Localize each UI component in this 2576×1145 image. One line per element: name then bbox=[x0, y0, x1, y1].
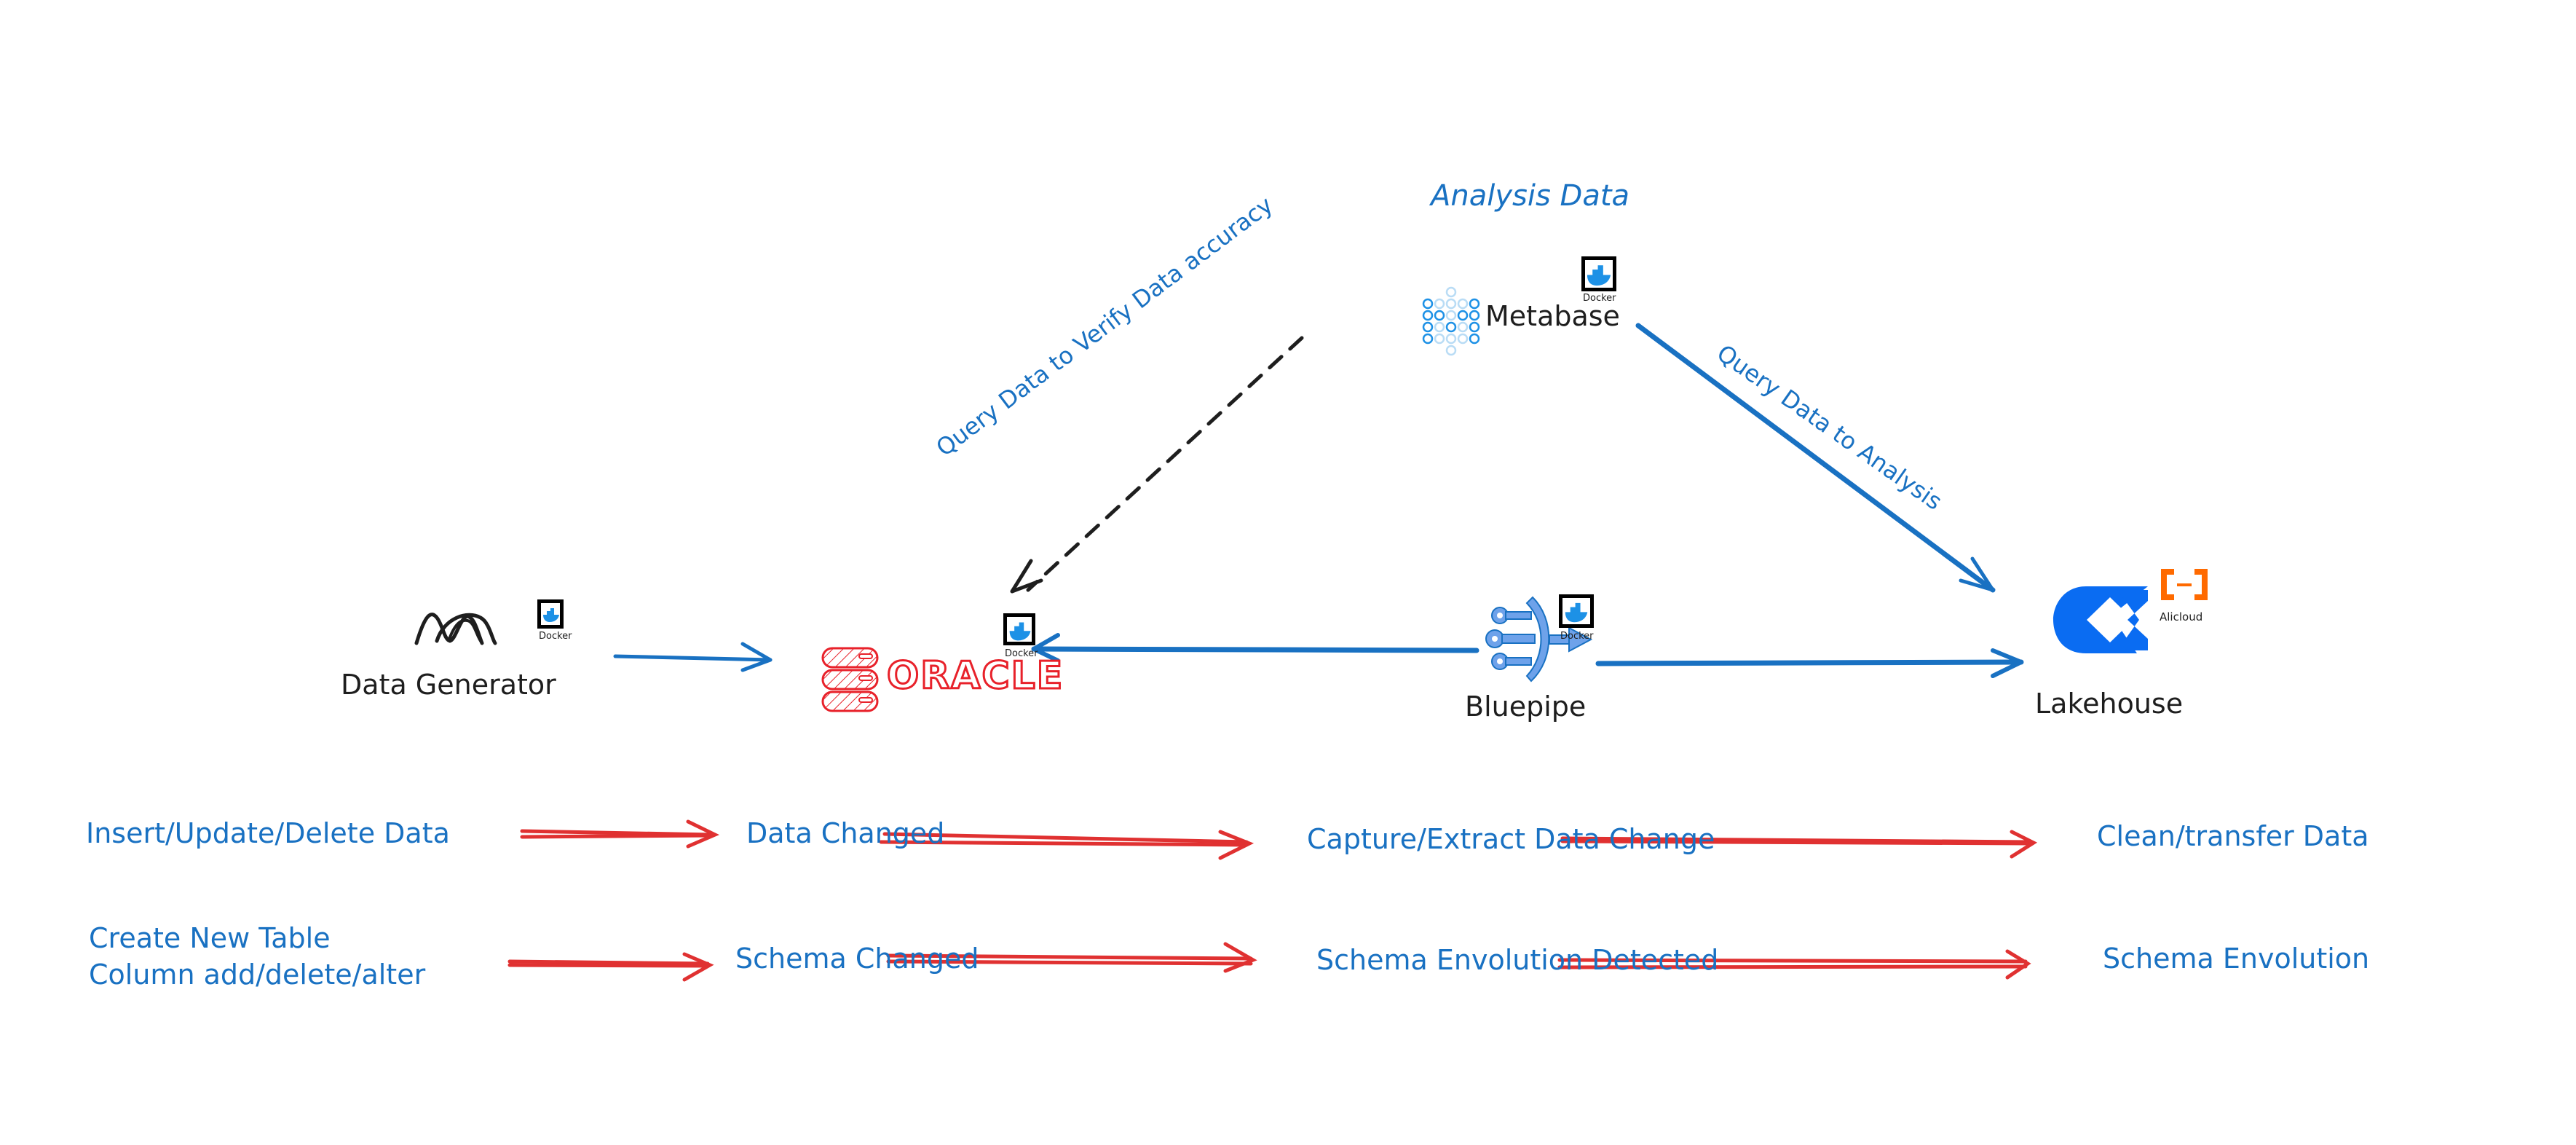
docker-caption-bluepipe: Docker bbox=[1560, 631, 1594, 642]
docker-caption-generator: Docker bbox=[539, 631, 572, 642]
flow-arrow-4 bbox=[507, 952, 714, 982]
flow-step-data-changed: Data Changed bbox=[746, 817, 945, 849]
node-label-oracle: ORACLE bbox=[885, 653, 1064, 699]
metabase-dot bbox=[1422, 321, 1434, 333]
metabase-dot bbox=[1457, 310, 1469, 321]
node-label-lakehouse: Lakehouse bbox=[2035, 688, 2184, 720]
metabase-dot bbox=[1434, 310, 1445, 321]
metabase-dot bbox=[1457, 333, 1469, 345]
node-label-bluepipe: Bluepipe bbox=[1465, 690, 1587, 723]
edge-bluepipe-to-lakehouse bbox=[1595, 648, 2024, 678]
metabase-dot bbox=[1422, 298, 1434, 310]
flow-arrow-6 bbox=[1557, 949, 2031, 980]
flow-step-insert-update-delete: Insert/Update/Delete Data bbox=[86, 817, 450, 849]
alicloud-caption: Alicloud bbox=[2160, 610, 2203, 623]
flow-arrow-3 bbox=[1560, 830, 2038, 859]
metabase-dot bbox=[1469, 333, 1480, 345]
metabase-dot bbox=[1434, 298, 1445, 310]
node-label-data-generator: Data Generator bbox=[341, 669, 556, 701]
bluepipe-logo-icon bbox=[1485, 596, 1593, 682]
edge-metabase-to-lakehouse bbox=[1635, 323, 1996, 593]
flow-arrow-5 bbox=[886, 942, 1257, 973]
edge-bluepipe-to-oracle bbox=[1031, 633, 1479, 663]
metabase-dot bbox=[1422, 333, 1434, 345]
metabase-dot bbox=[1445, 333, 1457, 345]
edge-generator-to-oracle bbox=[613, 642, 773, 672]
flow-arrow-1 bbox=[520, 819, 719, 849]
lakehouse-logo-icon bbox=[2053, 586, 2148, 653]
docker-caption-metabase: Docker bbox=[1583, 293, 1616, 304]
metabase-dot bbox=[1445, 321, 1457, 333]
metabase-dot bbox=[1445, 298, 1457, 310]
docker-icon-bluepipe bbox=[1559, 594, 1594, 628]
metabase-dot bbox=[1434, 321, 1445, 333]
docker-icon-metabase bbox=[1581, 256, 1616, 291]
flow-step-clean-transfer: Clean/transfer Data bbox=[2097, 820, 2369, 852]
metabase-dot bbox=[1457, 321, 1469, 333]
metabase-dot bbox=[1469, 310, 1480, 321]
metabase-dot bbox=[1445, 345, 1457, 356]
alicloud-logo-icon bbox=[2161, 569, 2208, 600]
edge-metabase-to-oracle bbox=[1010, 336, 1304, 594]
metabase-dot bbox=[1469, 321, 1480, 333]
node-label-metabase: Metabase bbox=[1485, 300, 1620, 332]
flow-step-capture-extract: Capture/Extract Data Change bbox=[1307, 823, 1715, 855]
wave-logo-icon bbox=[414, 613, 497, 645]
docker-caption-oracle: Docker bbox=[1005, 648, 1038, 659]
flow-step-column-alter: Column add/delete/alter bbox=[89, 959, 426, 991]
metabase-dot bbox=[1445, 310, 1457, 321]
docker-icon-oracle bbox=[1003, 613, 1035, 645]
metabase-dot bbox=[1445, 286, 1457, 298]
metabase-dot bbox=[1422, 310, 1434, 321]
flow-arrow-2 bbox=[879, 830, 1255, 860]
metabase-dot bbox=[1434, 333, 1445, 345]
metabase-dot bbox=[1469, 298, 1480, 310]
metabase-logo-icon bbox=[1422, 286, 1480, 356]
flow-step-schema-detected: Schema Envolution Detected bbox=[1316, 944, 1719, 976]
docker-icon-generator bbox=[537, 599, 564, 629]
analysis-data-title: Analysis Data bbox=[1431, 179, 1630, 213]
oracle-database-icon bbox=[821, 647, 879, 712]
flow-step-schema-evolution: Schema Envolution bbox=[2103, 943, 2370, 975]
metabase-dot bbox=[1457, 298, 1469, 310]
flow-step-schema-changed: Schema Changed bbox=[735, 943, 979, 975]
flow-step-create-table: Create New Table bbox=[89, 922, 331, 954]
